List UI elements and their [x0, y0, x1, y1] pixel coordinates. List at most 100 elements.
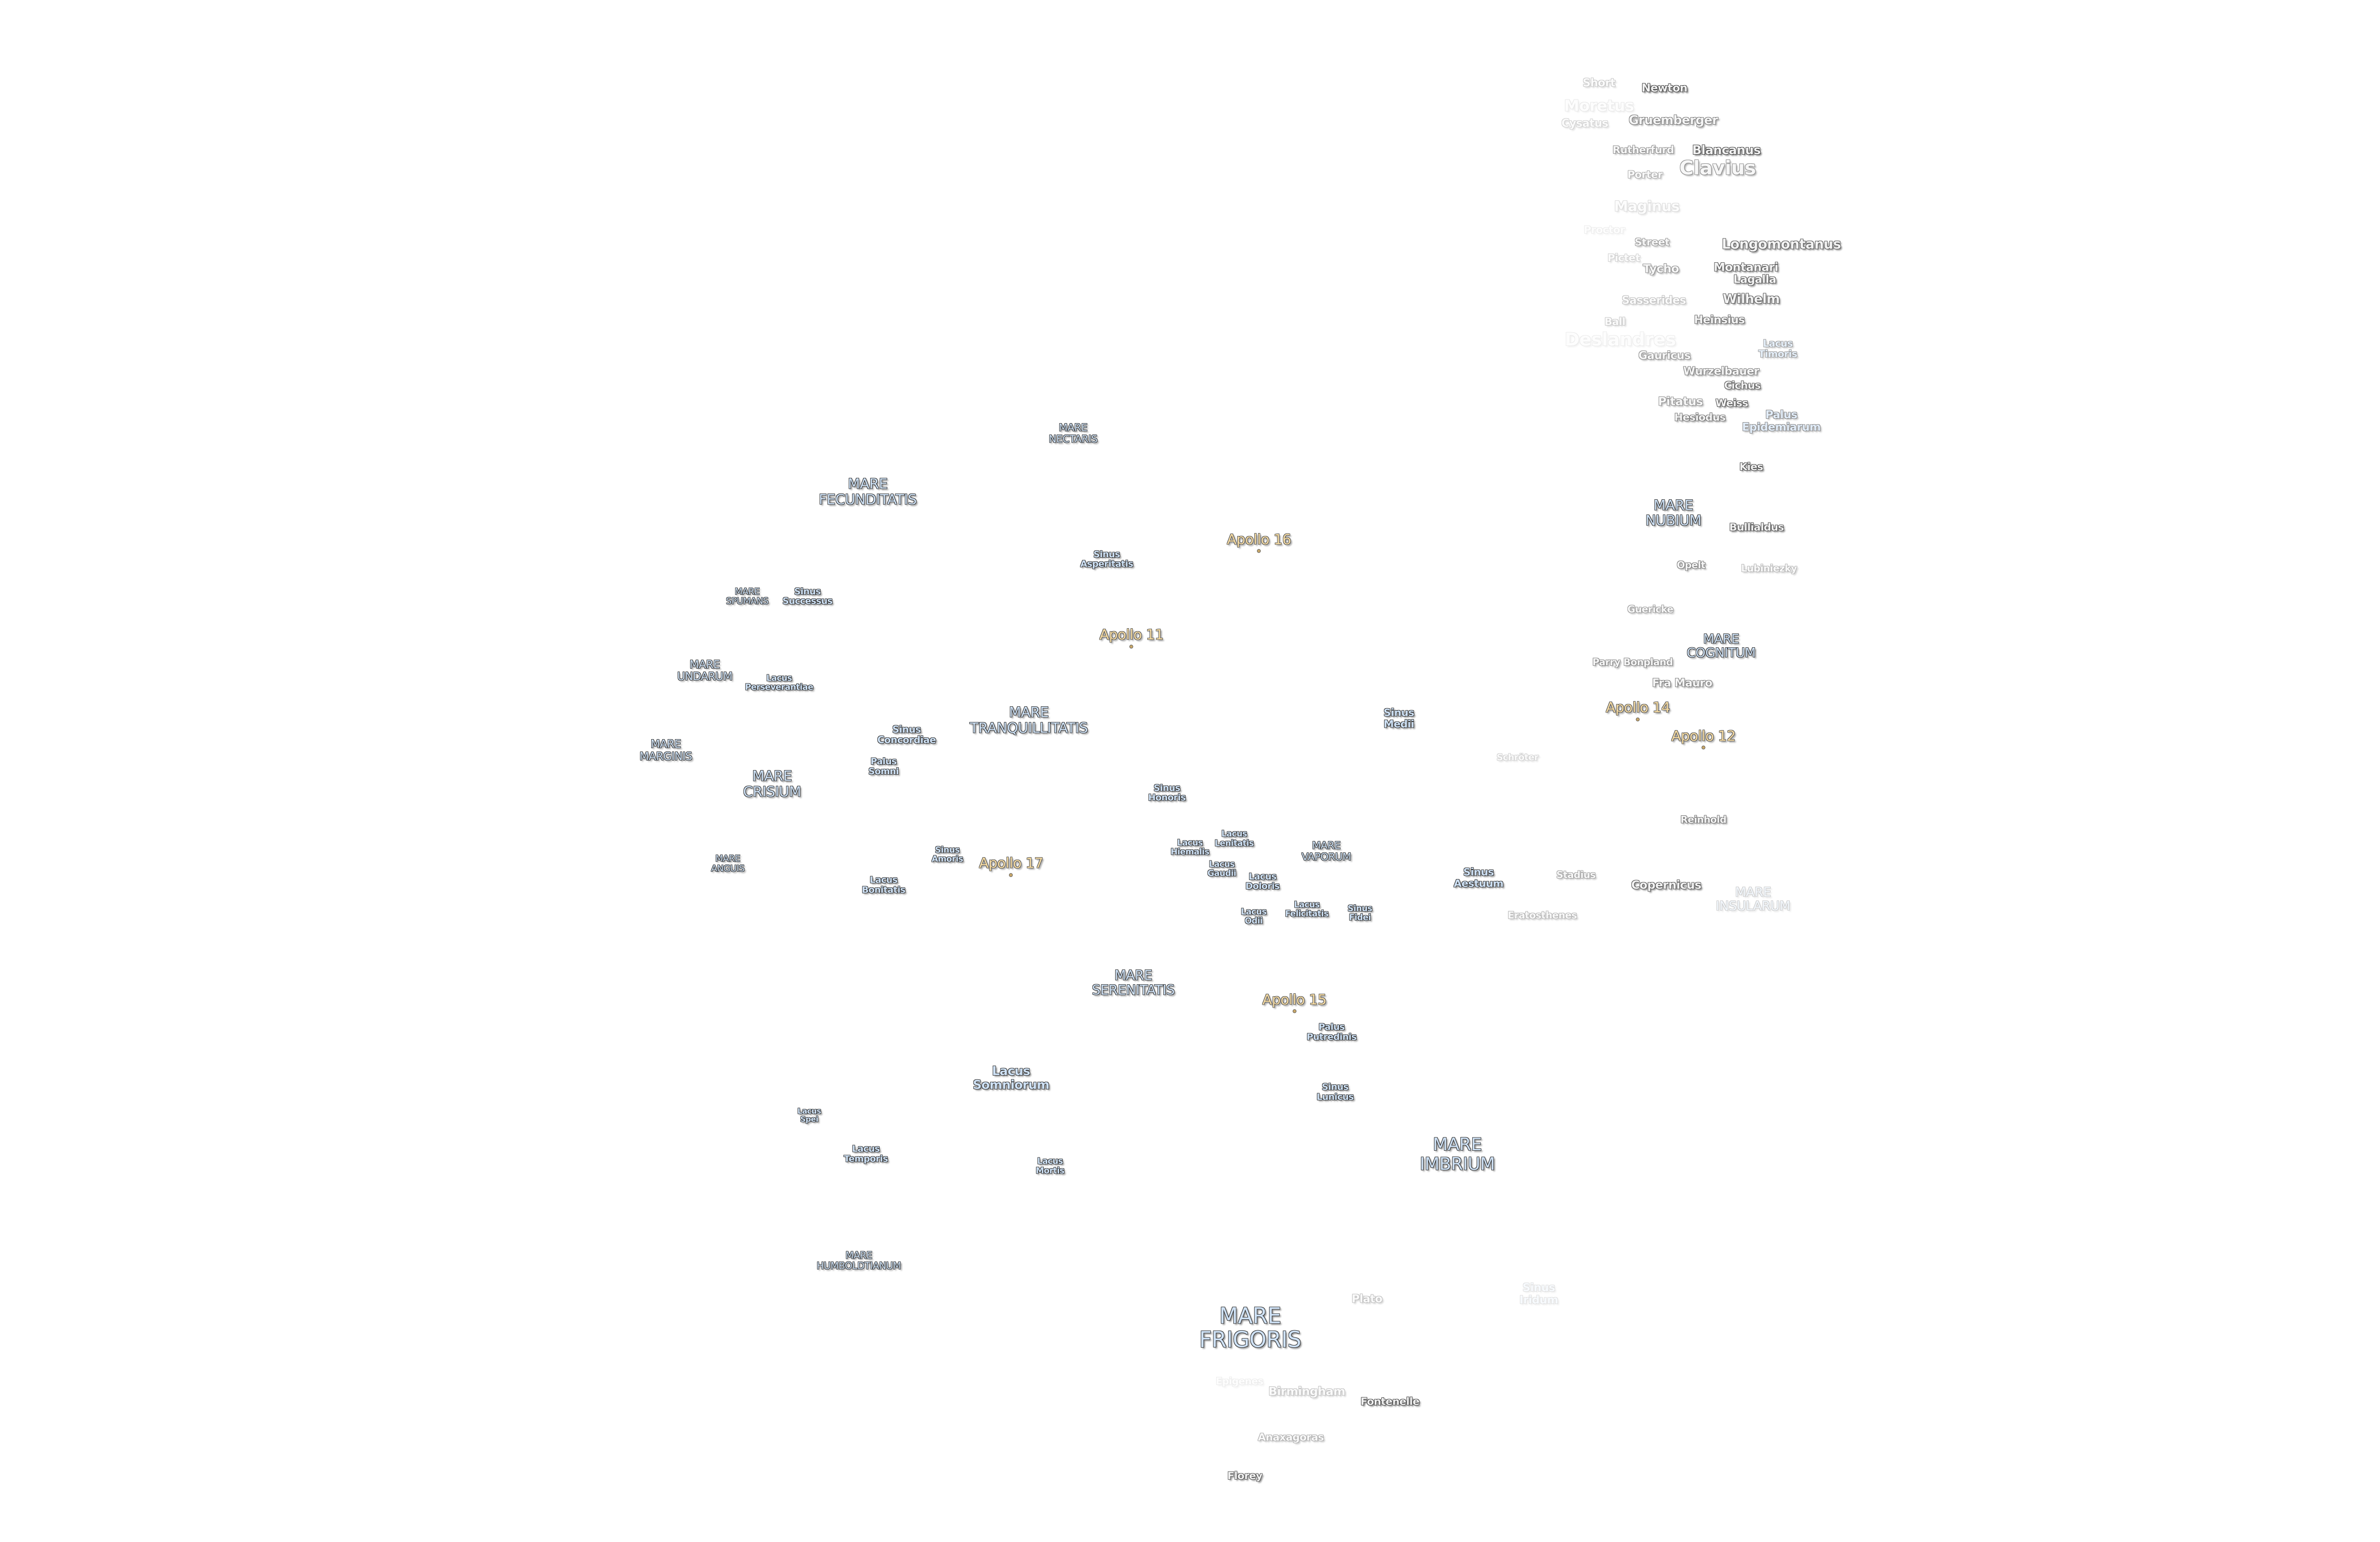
- label-text: Lacus Felicitatis: [1285, 900, 1329, 919]
- label-text: MARE FRIGORIS: [1199, 1303, 1301, 1353]
- lacus-label-sinus-fidei: Sinus Fidei: [1348, 904, 1372, 923]
- label-text: Pitatus: [1658, 395, 1703, 409]
- crater-label-sasserides: Sasserides: [1622, 295, 1686, 307]
- label-text: Heinsius: [1694, 314, 1745, 326]
- crater-label-longomontanus: Longomontanus: [1722, 237, 1841, 252]
- label-text: Street: [1635, 236, 1670, 248]
- crater-label-birmingham: Birmingham: [1269, 1385, 1346, 1398]
- crater-label-montanari: Montanari: [1714, 260, 1778, 274]
- label-text: Palus Putredinis: [1307, 1021, 1357, 1042]
- label-text: Anaxagoras: [1258, 1431, 1324, 1443]
- label-text: MARE NUBIUM: [1645, 497, 1702, 529]
- lacus-label-lacus-mortis: Lacus Mortis: [1036, 1157, 1064, 1176]
- mare-label-mare-vaporum: MARE VAPORUM: [1301, 840, 1351, 863]
- label-text: Sasserides: [1622, 294, 1686, 307]
- crater-label-eratosthenes: Eratosthenes: [1508, 910, 1577, 920]
- label-text: MARE SPUMANS: [726, 586, 769, 607]
- crater-label-parry-bonpland: Parry Bonpland: [1592, 657, 1673, 667]
- label-text: Sinus Fidei: [1348, 904, 1372, 923]
- label-text: MARE MARGINIS: [639, 738, 692, 763]
- label-text: Epigenes: [1216, 1375, 1263, 1387]
- label-text: Sinus Concordiae: [877, 723, 936, 746]
- crater-label-maginus: Maginus: [1614, 198, 1680, 215]
- crater-label-reinhold: Reinhold: [1680, 814, 1726, 825]
- label-text: Porter: [1627, 169, 1663, 181]
- label-text: Guericke: [1627, 603, 1674, 615]
- mare-label-mare-fecunditatis: MARE FECUNDITATIS: [819, 476, 917, 507]
- label-text: Lacus Mortis: [1035, 1157, 1064, 1176]
- label-text: Maginus: [1614, 198, 1680, 215]
- crater-label-schr-ter: Schröter: [1497, 752, 1538, 763]
- lacus-label-lacus-somniorum: Lacus Somniorum: [972, 1064, 1050, 1092]
- mare-label-mare-imbrium: MARE IMBRIUM: [1420, 1135, 1495, 1173]
- mare-label-mare-serenitatis: MARE SERENITATIS: [1092, 968, 1175, 997]
- label-text: Sinus Asperitatis: [1080, 549, 1133, 570]
- apollo-label-apollo-17: Apollo 17: [979, 856, 1043, 877]
- label-text: Montanari: [1714, 260, 1778, 274]
- label-text: Schröter: [1497, 752, 1538, 763]
- label-text: MARE TRANQUILLITATIS: [970, 704, 1088, 737]
- label-text: Kies: [1739, 461, 1763, 474]
- label-text: Apollo 14: [1606, 699, 1670, 716]
- lacus-label-lacus-gaudii: Lacus Gaudii: [1207, 860, 1237, 879]
- label-text: Wurzelbauer: [1683, 365, 1759, 378]
- label-text: Sinus Honoris: [1148, 782, 1186, 803]
- label-text: Lacus Gaudii: [1207, 860, 1237, 879]
- crater-label-cichus: Cichus: [1724, 380, 1761, 392]
- label-text: Lacus Hiemalis: [1170, 838, 1210, 857]
- label-text: Opelt: [1676, 559, 1706, 571]
- crater-label-deslandres: Deslandres: [1565, 330, 1676, 350]
- label-text: MARE CRISIUM: [743, 768, 801, 800]
- lacus-label-palus-epidemiarum: Palus Epidemiarum: [1742, 409, 1821, 433]
- crater-label-short: Short: [1582, 77, 1616, 89]
- label-text: Longomontanus: [1722, 236, 1841, 252]
- label-text: Eratosthenes: [1507, 909, 1577, 921]
- mare-label-mare-undarum: MARE UNDARUM: [677, 659, 733, 683]
- lacus-label-sinus-iridum: Sinus Iridum: [1519, 1282, 1558, 1306]
- mare-label-mare-nectaris: MARE NECTARIS: [1049, 422, 1098, 445]
- crater-label-anaxagoras: Anaxagoras: [1258, 1432, 1324, 1443]
- label-text: Parry Bonpland: [1592, 656, 1673, 668]
- label-text: Sinus Medii: [1383, 707, 1415, 731]
- label-text: Lacus Timoris: [1758, 337, 1797, 360]
- apollo-label-apollo-14: Apollo 14: [1606, 699, 1670, 721]
- lacus-label-sinus-aestuum: Sinus Aestuum: [1454, 866, 1504, 890]
- lacus-label-lacus-spei: Lacus Spei: [797, 1107, 821, 1124]
- crater-label-cysatus: Cysatus: [1561, 118, 1608, 130]
- label-text: Lubiniezky: [1741, 562, 1797, 574]
- apollo-label-apollo-12: Apollo 12: [1671, 728, 1735, 749]
- crater-label-tycho: Tycho: [1643, 262, 1679, 276]
- label-text: Lacus Perseverantiae: [745, 673, 813, 692]
- label-text: MARE NECTARIS: [1049, 422, 1098, 445]
- mare-label-mare-spumans: MARE SPUMANS: [726, 586, 769, 607]
- lacus-label-sinus-successus: Sinus Successus: [783, 586, 833, 607]
- label-text: Blancanus: [1692, 143, 1761, 158]
- label-text: Plato: [1351, 1293, 1383, 1305]
- label-text: Copernicus: [1631, 878, 1702, 892]
- crater-label-guericke: Guericke: [1627, 603, 1674, 615]
- crater-label-rutherfurd: Rutherfurd: [1613, 145, 1674, 156]
- label-text: Sinus Iridum: [1519, 1282, 1558, 1306]
- crater-label-wurzelbauer: Wurzelbauer: [1683, 366, 1759, 378]
- label-text: MARE INSULARUM: [1716, 885, 1791, 914]
- lacus-label-sinus-medii: Sinus Medii: [1383, 707, 1415, 731]
- label-text: Lacus Bonitatis: [862, 875, 906, 895]
- label-text: MARE IMBRIUM: [1419, 1134, 1495, 1174]
- lacus-label-sinus-concordiae: Sinus Concordiae: [877, 724, 936, 746]
- crater-label-lubiniezky: Lubiniezky: [1741, 563, 1797, 573]
- landing-site-marker-icon: [1636, 718, 1639, 721]
- mare-label-mare-frigoris: MARE FRIGORIS: [1199, 1304, 1301, 1352]
- lacus-label-sinus-lunicus: Sinus Lunicus: [1317, 1082, 1354, 1102]
- label-text: Short: [1582, 77, 1616, 89]
- label-text: Sinus Amoris: [932, 845, 963, 864]
- landing-site-marker-icon: [1257, 549, 1260, 553]
- label-text: Moretus: [1564, 97, 1634, 115]
- mare-label-mare-cognitum: MARE COGNITUM: [1686, 632, 1755, 660]
- label-text: Weiss: [1716, 397, 1748, 410]
- label-text: Sinus Aestuum: [1454, 866, 1504, 890]
- lacus-label-palus-somni: Palus Somni: [868, 757, 899, 777]
- apollo-label-apollo-11: Apollo 11: [1100, 627, 1164, 648]
- label-text: Lacus Somniorum: [972, 1064, 1050, 1092]
- crater-label-stadius: Stadius: [1557, 869, 1596, 880]
